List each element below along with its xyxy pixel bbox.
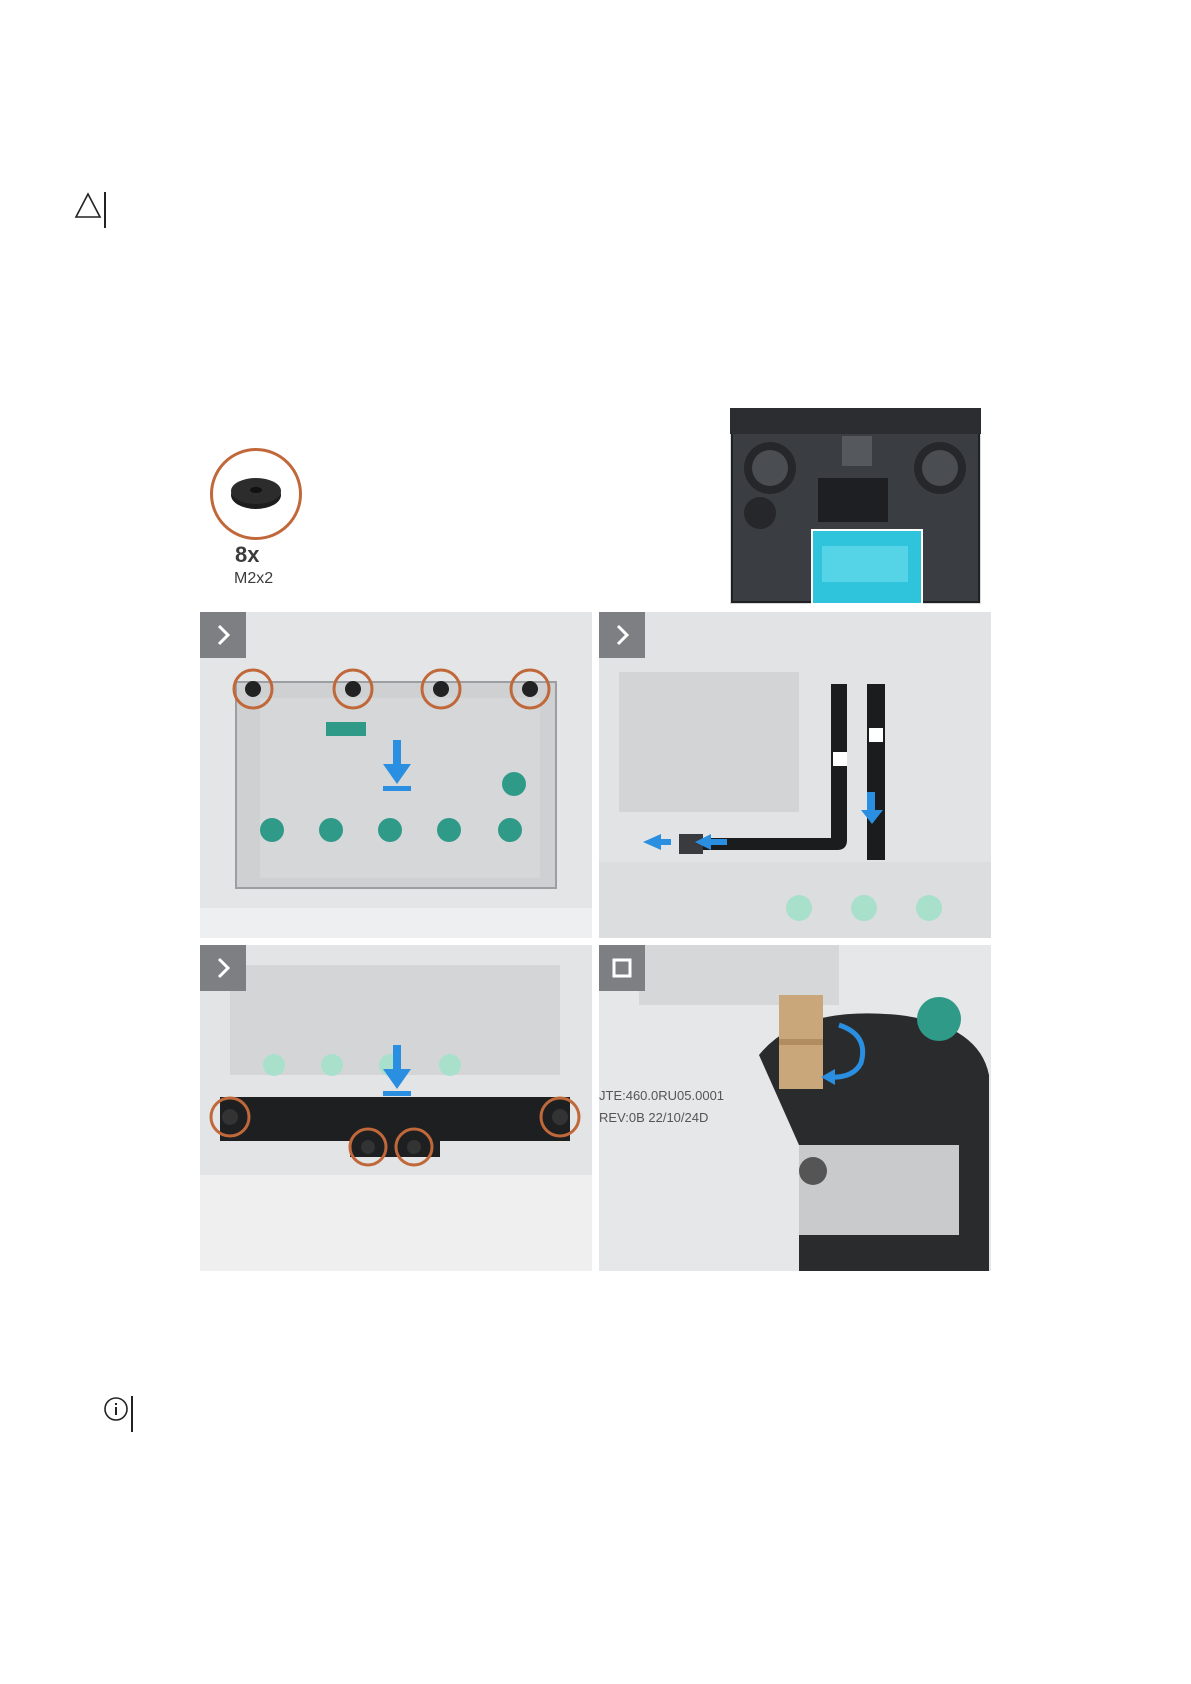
caution-marker bbox=[74, 192, 110, 232]
caution-triangle-icon bbox=[74, 192, 102, 220]
stop-square-icon bbox=[599, 945, 645, 991]
step-next-tag bbox=[599, 612, 645, 658]
info-circle-icon bbox=[103, 1396, 129, 1422]
screw-count: 8x bbox=[235, 542, 259, 568]
screw-size: M2x2 bbox=[234, 570, 273, 588]
chevron-right-icon bbox=[200, 945, 246, 991]
step-panel-4: JTE:460.0RU05.0001 REV:0B 22/10/24D bbox=[599, 945, 991, 1271]
step-panel-2 bbox=[599, 612, 991, 938]
step-next-tag bbox=[200, 945, 246, 991]
screw-icon bbox=[210, 448, 302, 540]
step-panel-1 bbox=[200, 612, 592, 938]
chevron-right-icon bbox=[200, 612, 246, 658]
caution-bar bbox=[104, 192, 106, 228]
step-next-tag bbox=[200, 612, 246, 658]
note-bar bbox=[131, 1396, 133, 1432]
chevron-right-icon bbox=[599, 612, 645, 658]
note-marker bbox=[103, 1396, 139, 1436]
step-panel-3 bbox=[200, 945, 592, 1271]
overview-laptop-image bbox=[730, 408, 981, 604]
part-label-line-2: REV:0B 22/10/24D bbox=[599, 1110, 708, 1125]
step-stop-tag bbox=[599, 945, 645, 991]
part-label-line-1: JTE:460.0RU05.0001 bbox=[599, 1088, 724, 1103]
